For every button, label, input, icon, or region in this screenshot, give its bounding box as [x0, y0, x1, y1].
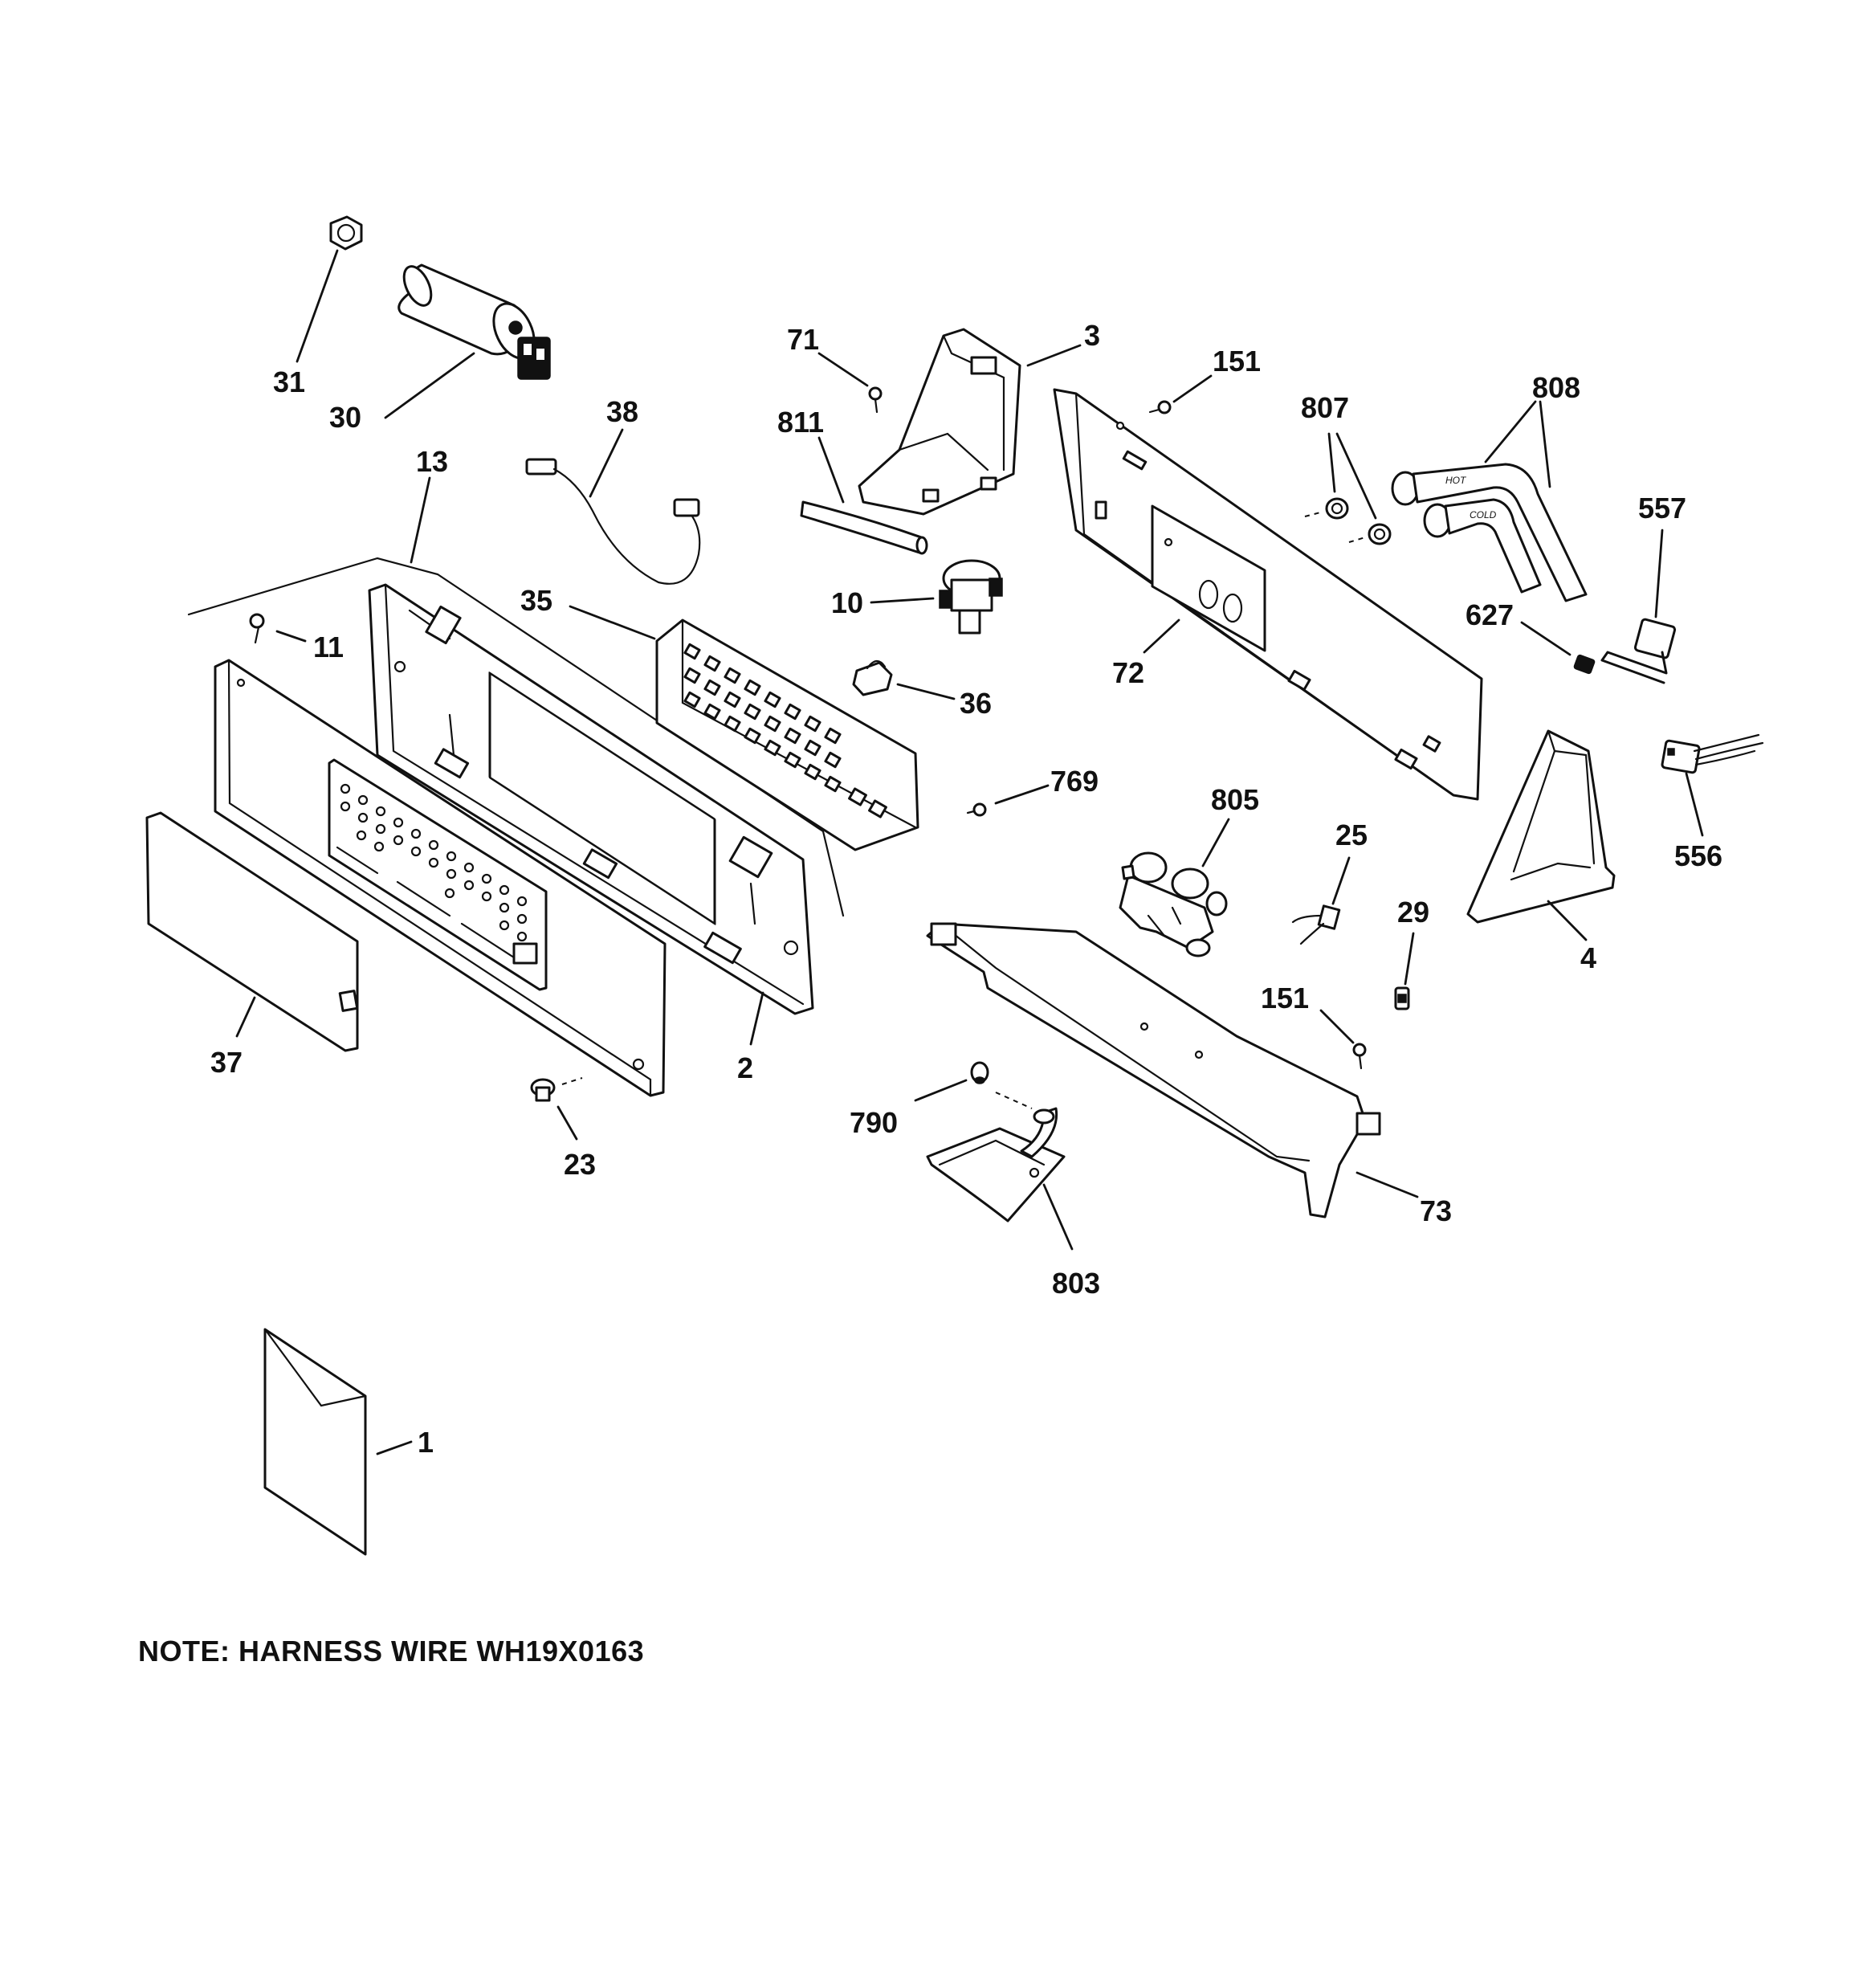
part-31-hex-nut	[329, 215, 363, 251]
part-790-hose-clip	[970, 1061, 1033, 1109]
button-matrix-cells	[683, 643, 887, 818]
callout-1: 1	[418, 1426, 434, 1459]
part-3-end-bracket	[858, 328, 1021, 516]
callout-36: 36	[960, 687, 992, 720]
callout-73: 73	[1420, 1194, 1452, 1227]
part-4-end-bracket	[1466, 729, 1616, 924]
callout-13: 13	[416, 445, 448, 478]
callout-556: 556	[1674, 839, 1722, 872]
part-769-screw	[966, 802, 987, 817]
part-13-control-frame-outline	[187, 557, 845, 917]
callout-37: 37	[210, 1046, 243, 1079]
part-803-air-dome	[926, 1107, 1066, 1223]
hose-label-hot: HOT	[1445, 475, 1467, 486]
callout-808: 808	[1532, 371, 1580, 404]
part-10-pressure-switch	[939, 559, 1003, 635]
part-35-button-matrix	[655, 618, 919, 851]
callout-38: 38	[606, 395, 638, 428]
callout-35: 35	[520, 584, 552, 617]
harness-wire-note: NOTE: HARNESS WIRE WH19X0163	[138, 1635, 645, 1668]
callout-72: 72	[1112, 656, 1144, 689]
part-37-front-overlay	[145, 811, 359, 1052]
callout-labels: 31 30 38 13 11 35 71 3 811 10 36 151 807…	[210, 319, 1722, 1459]
callout-23: 23	[564, 1148, 596, 1181]
part-557-connector	[1600, 618, 1677, 684]
callout-790: 790	[850, 1106, 898, 1139]
part-25-wire-connector	[1291, 904, 1341, 945]
callout-30: 30	[329, 401, 361, 434]
part-808-fill-hoses: HOT COLD	[1391, 463, 1588, 602]
callout-11: 11	[313, 631, 344, 663]
part-1-literature-envelope	[263, 1328, 367, 1556]
callout-2: 2	[737, 1051, 753, 1084]
part-36-relay	[852, 659, 893, 696]
callout-71: 71	[787, 323, 819, 356]
part-805-water-valve	[1119, 851, 1228, 957]
callout-805: 805	[1211, 783, 1259, 816]
callout-627: 627	[1466, 598, 1514, 631]
part-11-screw	[249, 613, 265, 644]
part-71-screw	[868, 386, 883, 414]
part-151-screw-upper	[1148, 400, 1172, 414]
callout-25: 25	[1335, 818, 1368, 851]
part-23-knob	[530, 1077, 583, 1102]
callout-3: 3	[1084, 319, 1100, 352]
button-hole-grid	[340, 783, 528, 942]
part-556-plug	[1661, 733, 1764, 774]
callout-807: 807	[1301, 391, 1349, 424]
callout-4: 4	[1580, 941, 1596, 974]
part-2-control-panel-bracket	[368, 583, 814, 1015]
part-29-clip	[1394, 986, 1410, 1010]
callout-151-lower: 151	[1261, 982, 1309, 1014]
part-151-screw-lower	[1352, 1043, 1367, 1070]
callout-557: 557	[1638, 492, 1686, 525]
part-control-panel-front	[214, 659, 667, 1097]
part-811-tube	[800, 500, 928, 555]
part-72-back-panel	[1053, 388, 1483, 801]
callout-29: 29	[1397, 896, 1429, 929]
callout-10: 10	[831, 586, 863, 619]
callout-151-upper: 151	[1213, 345, 1261, 378]
hose-label-cold: COLD	[1470, 509, 1497, 520]
callout-811: 811	[777, 406, 824, 439]
part-30-capacitor	[397, 263, 551, 380]
part-73-lower-rail	[926, 922, 1381, 1219]
part-807-hose-washers	[1304, 497, 1392, 545]
callout-31: 31	[273, 365, 305, 398]
part-627-clip	[1573, 654, 1596, 675]
callout-803: 803	[1052, 1267, 1100, 1300]
callout-769: 769	[1050, 765, 1099, 798]
part-38-wire-harness	[525, 458, 701, 585]
